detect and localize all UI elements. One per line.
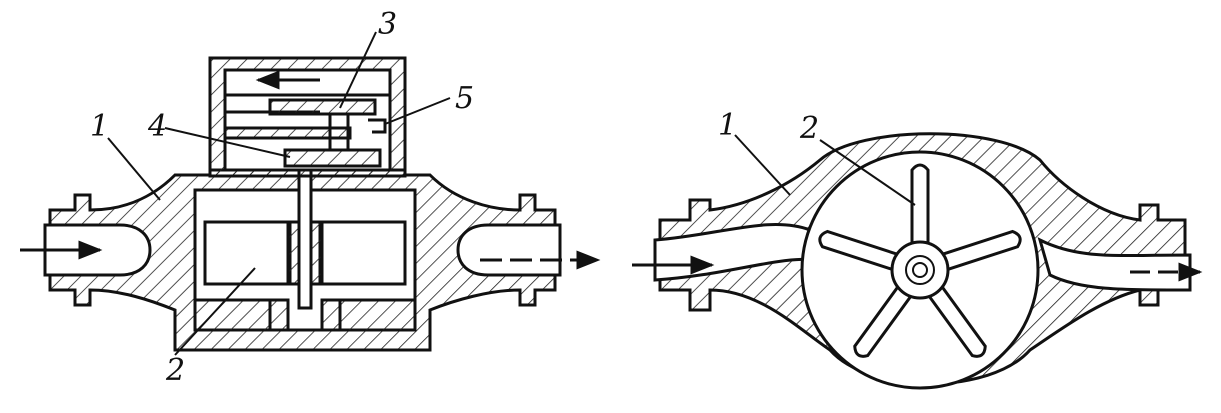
gear-3 xyxy=(268,98,377,116)
label-4: 4 xyxy=(147,109,167,144)
label-1-left: 1 xyxy=(90,109,109,144)
right-meter: 1 2 xyxy=(632,108,1203,390)
left-outlet-channel xyxy=(456,223,562,277)
part-5 xyxy=(368,118,387,134)
label-3: 3 xyxy=(378,7,397,42)
rotor-impeller xyxy=(818,163,1022,358)
label-2-right: 2 xyxy=(799,111,819,146)
label-1-right: 1 xyxy=(718,108,737,143)
left-meter: 1 2 3 4 5 xyxy=(20,7,601,388)
label-2-left: 2 xyxy=(165,353,185,388)
gear-4 xyxy=(283,148,382,168)
label-5: 5 xyxy=(455,81,474,116)
turbine-blade-right xyxy=(318,220,407,286)
turbine-shaft xyxy=(297,158,313,310)
